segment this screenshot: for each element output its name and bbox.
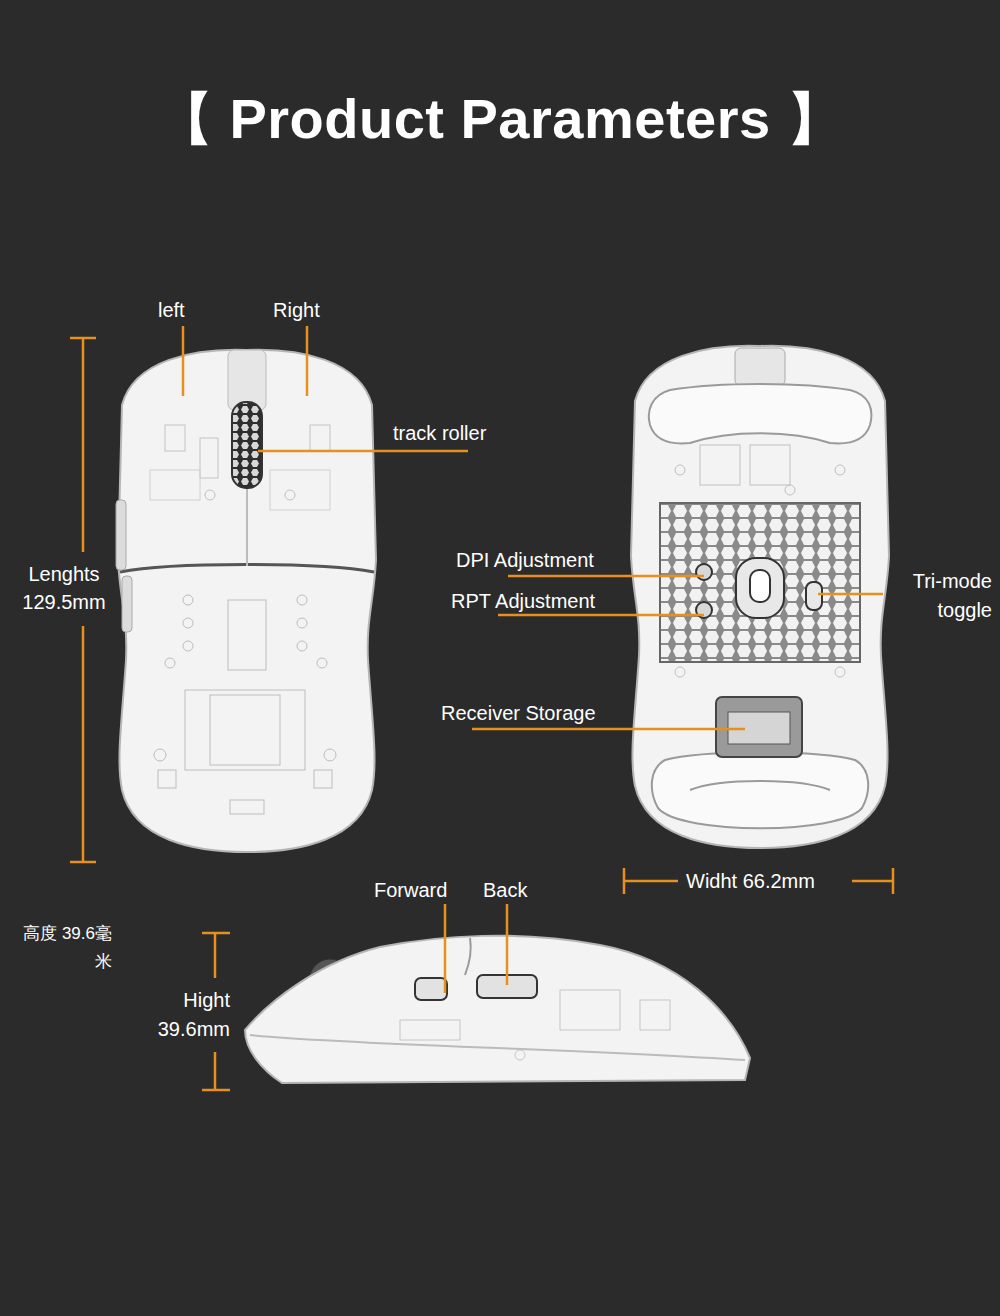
dimension-label: Hight 39.6mm	[128, 986, 230, 1044]
leader-lines	[70, 326, 893, 1090]
part-label: Tri-mode toggle	[888, 567, 992, 625]
button-label: left	[158, 298, 185, 322]
part-label: Receiver Storage	[441, 701, 596, 725]
part-label: track roller	[393, 421, 486, 445]
side-view	[245, 936, 750, 1083]
button-label: Forward	[374, 878, 447, 902]
part-label: DPI Adjustment	[456, 548, 594, 572]
button-label: Back	[483, 878, 527, 902]
part-label: RPT Adjustment	[451, 589, 595, 613]
bottom-view	[631, 346, 889, 848]
dimension-label: 高度 39.6毫米	[18, 920, 112, 976]
top-view	[116, 350, 376, 852]
dimension-label: Widht 66.2mm	[686, 869, 815, 893]
button-label: Right	[273, 298, 320, 322]
dimension-label: Lenghts 129.5mm	[8, 560, 120, 616]
page-title: 【 Product Parameters 】	[0, 82, 1000, 158]
